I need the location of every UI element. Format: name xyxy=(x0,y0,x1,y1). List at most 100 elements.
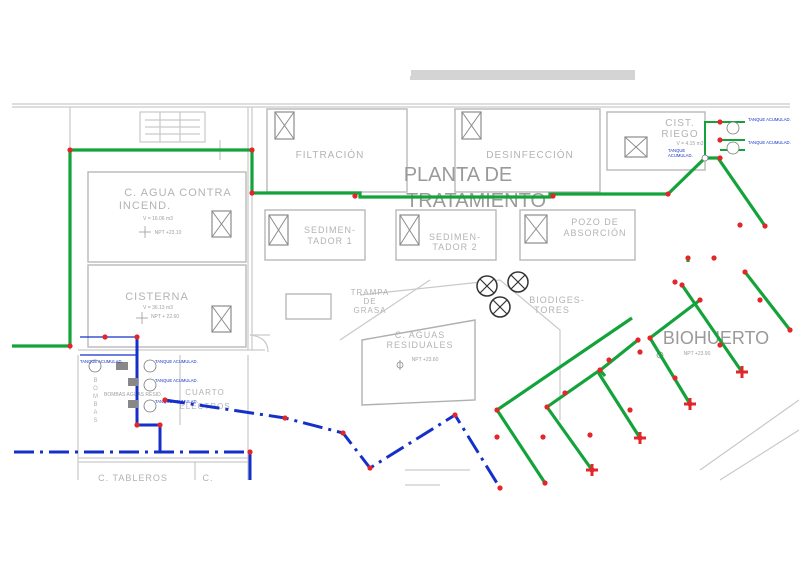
tank-label-1: TANQUE ACUMULAD. xyxy=(80,359,123,364)
biohuerto-npt: NPT +23.90 xyxy=(684,351,711,357)
trampa-grasa: TRAMPA DE GRASA xyxy=(285,288,388,320)
pipe-node xyxy=(497,485,503,491)
pipe-node xyxy=(249,147,255,153)
room-cisterna: CISTERNA V = 36.13 m3 NPT + 22.60 xyxy=(87,264,247,348)
pipe-node xyxy=(562,390,568,396)
biodigestores-label-2: TORES xyxy=(534,305,570,315)
sprinkler-markers xyxy=(586,366,748,476)
pipe-node xyxy=(452,412,458,418)
pipe-node xyxy=(717,342,723,348)
trampa-label-3: GRASA xyxy=(353,306,386,315)
tank-label-2: TANQUE ACUMULAD. xyxy=(155,359,198,364)
pipe-node xyxy=(134,334,140,340)
room-pozo-absorcion: POZO DE ABSORCIÓN xyxy=(519,209,636,261)
pipe-node xyxy=(494,407,500,413)
pipe-node xyxy=(544,404,550,410)
trampa-label-2: DE xyxy=(363,297,376,306)
pipe-node xyxy=(717,119,723,125)
pipe-node xyxy=(697,297,703,303)
bombas-sub: BOMBAS AGUAS RESID. xyxy=(104,392,162,398)
biohuerto-label: BIOHUERTO xyxy=(663,328,769,348)
pipe-node xyxy=(762,223,768,229)
sprinkler-cross-icon xyxy=(586,464,598,476)
pipe-node xyxy=(717,137,723,143)
sedimentador1-label-2: TADOR 1 xyxy=(307,236,352,246)
pipe-node xyxy=(637,349,643,355)
tank-label-7: TANQUE xyxy=(668,148,685,153)
pipe-node xyxy=(635,337,641,343)
pipe-node xyxy=(757,297,763,303)
c-label: C. xyxy=(203,473,214,483)
pipe-node xyxy=(67,343,73,349)
pipe-node xyxy=(685,255,691,261)
pipe-node xyxy=(367,465,373,471)
agua-contra-label-2: INCEND. xyxy=(119,200,171,212)
pipe-node xyxy=(672,279,678,285)
cist-riego-label-2: RIEGO xyxy=(661,129,698,140)
agua-contra-volume: V = 16.06 m3 xyxy=(143,216,173,222)
pipe-node xyxy=(102,334,108,340)
svg-text:B: B xyxy=(93,378,98,384)
sedimentador1-label: SEDIMEN- xyxy=(304,225,356,235)
planta-title-line1: PLANTA DE xyxy=(404,164,513,186)
cist-riego-label: CIST. xyxy=(665,118,694,129)
pipe-node xyxy=(134,422,140,428)
agua-contra-label: C. AGUA CONTRA xyxy=(124,187,232,199)
pipe-node xyxy=(494,434,500,440)
svg-text:O: O xyxy=(93,386,99,392)
tank-label-4: TANQUE ACUMULAD. xyxy=(155,399,198,404)
tank-symbols: TANQUE ACUMULAD. TANQUE ACUMULAD. TANQUE… xyxy=(80,117,791,413)
pipe-node xyxy=(665,191,671,197)
cisterna-npt: NPT + 22.60 xyxy=(151,314,179,320)
room-sedimentador-2: SEDIMEN- TADOR 2 xyxy=(395,209,497,261)
pipe-node xyxy=(67,147,73,153)
top-title-fragment xyxy=(405,70,635,80)
aguas-res-npt: NPT +23.60 xyxy=(412,357,439,363)
pozo-label-2: ABSORCIÓN xyxy=(563,228,626,238)
pipe-node xyxy=(587,432,593,438)
building-walls xyxy=(12,103,799,486)
sedimentador2-label-2: TADOR 2 xyxy=(432,242,477,252)
cisterna-volume: V = 36.13 m3 xyxy=(143,305,173,311)
pipe-node xyxy=(737,222,743,228)
svg-text:M: M xyxy=(93,394,99,400)
pipe-node xyxy=(157,422,163,428)
desinfeccion-label: DESINFECCIÓN xyxy=(486,148,574,161)
tank-label-8: ACUMULAD. xyxy=(668,153,693,158)
aguas-res-label: C. AGUAS xyxy=(395,330,446,340)
cisterna-label: CISTERNA xyxy=(125,291,189,303)
pipe-node xyxy=(340,430,346,436)
biodigestores: BIODIGES- TORES xyxy=(476,271,585,318)
room-sedimentador-1: SEDIMEN- TADOR 1 xyxy=(264,209,366,261)
svg-text:A: A xyxy=(93,410,98,416)
tank-label-5: TANQUE ACUMULAD. xyxy=(748,117,791,122)
tank-label-3: TANQUE ACUMULAD. xyxy=(155,378,198,383)
sprinkler-cross-icon xyxy=(684,398,696,410)
room-tableros: C. TABLEROS C. xyxy=(98,473,214,483)
cist-riego-volume: V = 4.15 m3 xyxy=(676,141,703,147)
pipe-node xyxy=(550,193,556,199)
pipe-node xyxy=(606,357,612,363)
tank-label-6: TANQUE ACUMULAD. xyxy=(748,140,791,145)
pipe-node xyxy=(247,449,253,455)
svg-text:B: B xyxy=(93,402,98,408)
pipe-node xyxy=(542,480,548,486)
planta-title-line2: TRATAMIENTO xyxy=(406,190,546,212)
svg-text:S: S xyxy=(93,418,98,424)
pipe-node xyxy=(717,155,723,161)
pipe-node xyxy=(249,190,255,196)
biohuerto-title: BIOHUERTO NPT +23.90 xyxy=(656,328,769,359)
biodigestores-label: BIODIGES- xyxy=(529,295,585,305)
room-aguas-residuales: C. AGUAS RESIDUALES NPT +23.60 xyxy=(361,319,476,406)
pipe-node xyxy=(282,415,288,421)
pipe-node xyxy=(540,434,546,440)
pipe-node xyxy=(679,282,685,288)
pipe-node xyxy=(597,367,603,373)
cuarto-label: CUARTO xyxy=(185,388,225,397)
pipe-nodes xyxy=(67,119,793,491)
pipe-node xyxy=(787,327,793,333)
agua-contra-npt: NPT +23.10 xyxy=(155,230,182,236)
tableros-label: C. TABLEROS xyxy=(98,473,168,483)
pipe-node xyxy=(711,255,717,261)
